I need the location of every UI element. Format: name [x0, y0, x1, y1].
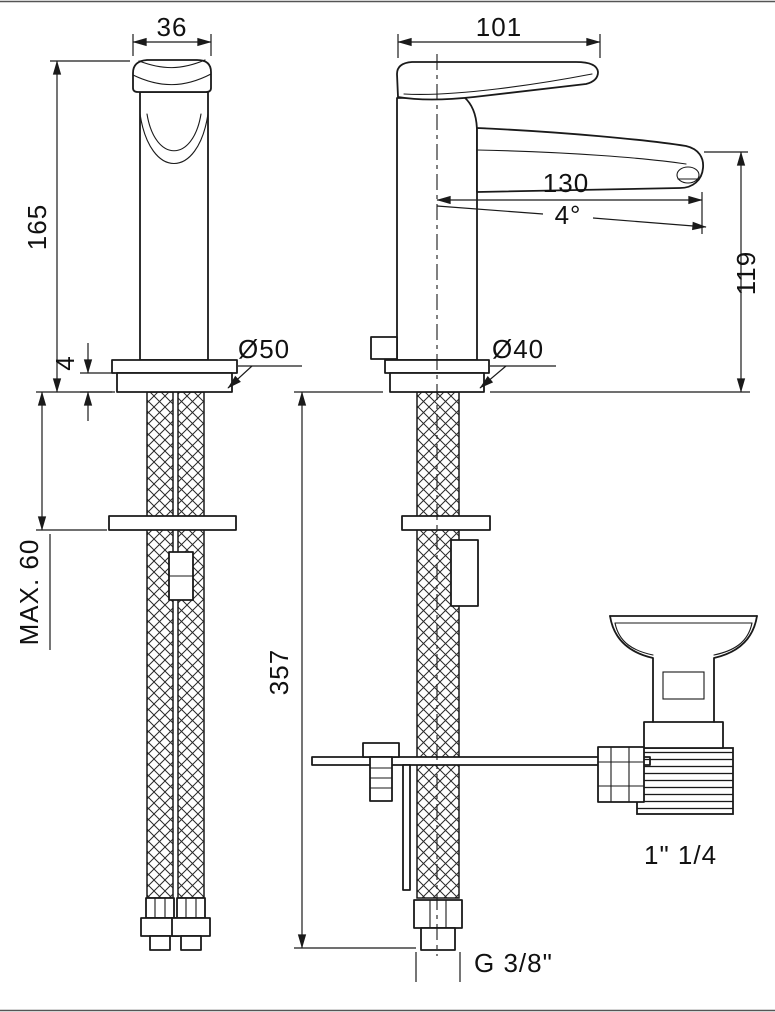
dim-handle-length-lines [397, 34, 601, 58]
front-spout-line [476, 149, 687, 165]
front-hose-fitting [413, 899, 463, 951]
dim-max-counter-lines [36, 391, 107, 650]
side-view [108, 59, 238, 951]
side-cartridge-dome-outer [139, 113, 209, 165]
side-handle-curve [132, 73, 212, 86]
front-spout [476, 127, 704, 193]
dim-base-diameter: Ø50 [238, 334, 290, 364]
dim-base-plate-lines [80, 343, 115, 421]
dim-base-plate: 4 [50, 355, 80, 370]
dimension-layer: 36 101 165 4 Ø50 [14, 12, 761, 982]
dim-outlet-height: 119 [731, 251, 761, 295]
dim-handle-width-lines [132, 34, 212, 56]
aerator [676, 166, 700, 184]
waste-overflow-slot [662, 671, 705, 700]
side-supply-hoses [146, 391, 205, 899]
waste-threaded-body [636, 747, 734, 815]
dim-inlet-thread-lines [415, 952, 461, 982]
popup-vertical-rod [402, 764, 411, 891]
dim-max-counter: MAX. 60 [14, 539, 44, 646]
waste-valve-detail [597, 615, 758, 815]
dim-inlet-thread: G 3/8" [474, 948, 553, 978]
popup-rod-port [370, 336, 398, 360]
dim-hose-length-lines [294, 391, 416, 949]
popup-knob-top [362, 742, 400, 758]
side-base-ring [116, 372, 233, 393]
front-mounting-clamp [401, 515, 491, 531]
popup-rod-assembly [311, 742, 651, 891]
dim-spout-reach: 130 [543, 168, 589, 198]
front-handle-lever [396, 61, 599, 101]
side-base-plate [111, 359, 238, 374]
side-faucet-body [111, 59, 238, 393]
front-rod-guide [450, 539, 479, 607]
side-handle-top-curve [138, 59, 206, 69]
dim-handle-length: 101 [476, 12, 522, 42]
dim-spout-angle-lines [436, 205, 707, 231]
dim-spout-angle: 4° [555, 200, 582, 230]
waste-side-nut [597, 746, 645, 803]
dim-waste-size: 1" 1/4 [644, 840, 717, 870]
dim-handle-width: 36 [157, 12, 188, 42]
side-body-column [139, 91, 209, 361]
front-handle-edge [403, 73, 593, 95]
waste-trumpet-flange [609, 615, 758, 723]
front-view [311, 54, 704, 956]
front-supply-hose [416, 391, 460, 899]
popup-knob-body [369, 756, 393, 802]
dim-body-diameter-lines [479, 365, 556, 389]
dim-body-diameter: Ø40 [492, 334, 544, 364]
side-mounting-clamp [108, 515, 237, 531]
dim-hose-length: 357 [264, 649, 294, 695]
dim-body-height: 165 [22, 204, 52, 250]
side-handle-lever [132, 59, 212, 93]
side-cartridge-dome-inner [146, 113, 202, 152]
side-hose-fittings [140, 897, 211, 951]
dim-outlet-height-lines [490, 151, 750, 393]
waste-collar [643, 721, 724, 749]
dim-base-diameter-lines [227, 365, 302, 389]
